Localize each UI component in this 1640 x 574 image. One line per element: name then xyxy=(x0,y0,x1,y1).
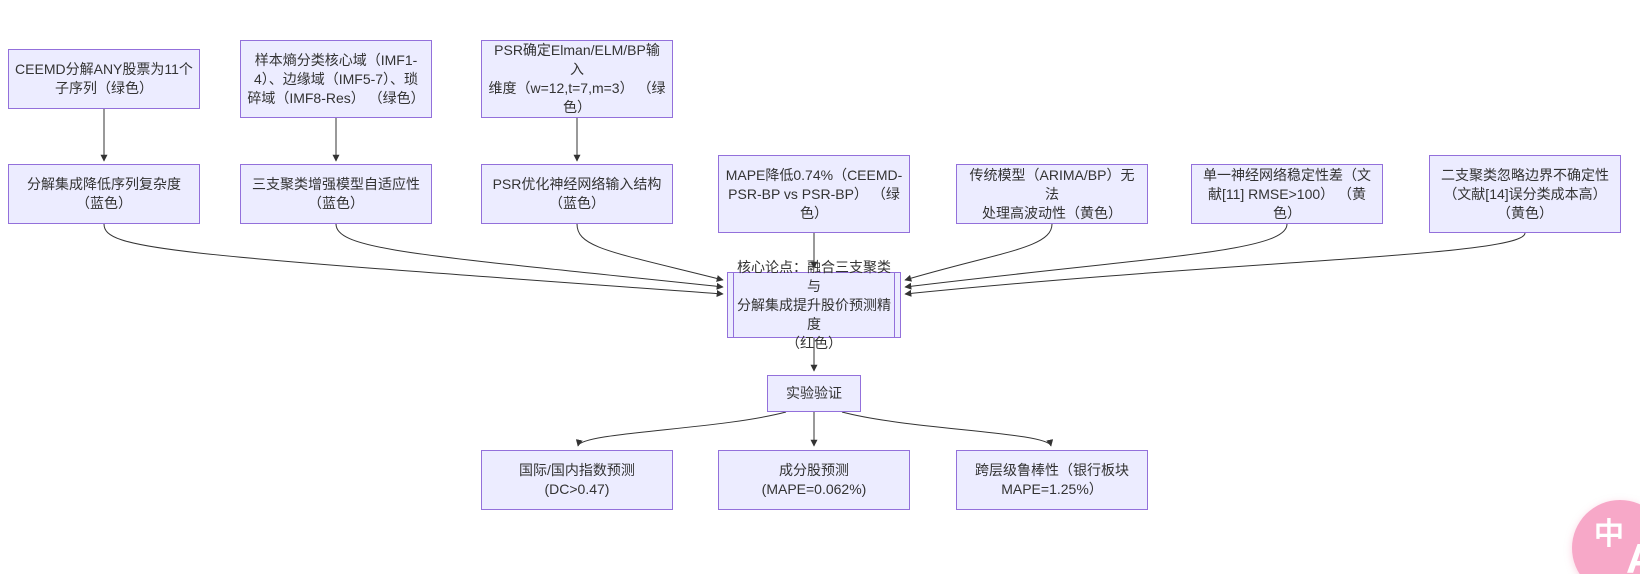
node-sample-entropy-classification: 样本熵分类核心域（IMF1- 4）、边缘域（IMF5-7）、琐 碎域（IMF8-… xyxy=(240,40,432,118)
translate-button[interactable]: 中 A xyxy=(1572,500,1640,574)
node-label: PSR确定Elman/ELM/BP输入 维度（w=12,t=7,m=3） （绿 … xyxy=(488,42,666,115)
node-single-nn-instability: 单一神经网络稳定性差（文 献[11] RMSE>100） （黄色） xyxy=(1191,164,1383,224)
node-label: 分解集成降低序列复杂度 （蓝色） xyxy=(27,176,181,211)
node-label: 国际/国内指数预测 (DC>0.47) xyxy=(519,462,635,497)
node-label: 跨层级鲁棒性（银行板块 MAPE=1.25%） xyxy=(975,462,1129,497)
edge-decomp-to-core xyxy=(103,223,724,298)
node-traditional-models-limitation: 传统模型（ARIMA/BP）无法 处理高波动性（黄色） xyxy=(956,164,1148,224)
node-ceemd-decomposition: CEEMD分解ANY股票为11个 子序列（绿色） xyxy=(8,49,200,109)
edge-twoway-to-core xyxy=(904,232,1526,297)
node-experimental-validation: 实验验证 xyxy=(767,375,861,412)
node-label: 单一神经网络稳定性差（文 献[11] RMSE>100） （黄色） xyxy=(1203,166,1371,221)
node-label: 样本熵分类核心域（IMF1- 4）、边缘域（IMF5-7）、琐 碎域（IMF8-… xyxy=(247,51,425,106)
node-index-prediction: 国际/国内指数预测 (DC>0.47) xyxy=(481,450,673,510)
edge-traditional-to-core xyxy=(904,223,1053,282)
node-decomposition-ensemble: 分解集成降低序列复杂度 （蓝色） xyxy=(8,164,200,224)
node-label: 二支聚类忽略边界不确定性 （文献[14]误分类成本高） （黄色） xyxy=(1441,166,1609,221)
edge-singlenn-to-core xyxy=(904,223,1288,290)
node-cross-level-robustness: 跨层级鲁棒性（银行板块 MAPE=1.25%） xyxy=(956,450,1148,510)
edge-threeway-to-core xyxy=(335,223,724,290)
node-label: 成分股预测 (MAPE=0.062%) xyxy=(761,462,867,497)
node-label: CEEMD分解ANY股票为11个 子序列（绿色） xyxy=(15,61,193,96)
node-label: 实验验证 xyxy=(786,385,842,401)
node-label: 传统模型（ARIMA/BP）无法 处理高波动性（黄色） xyxy=(969,166,1135,221)
translate-icon: A xyxy=(1626,538,1640,574)
node-psr-input-dimension: PSR确定Elman/ELM/BP输入 维度（w=12,t=7,m=3） （绿 … xyxy=(481,40,673,118)
node-two-way-clustering-limitation: 二支聚类忽略边界不确定性 （文献[14]误分类成本高） （黄色） xyxy=(1429,155,1621,233)
edge-psropt-to-core xyxy=(576,223,724,282)
node-label: PSR优化神经网络输入结构 （蓝色） xyxy=(492,176,662,211)
node-mape-reduction: MAPE降低0.74%（CEEMD- PSR-BP vs PSR-BP） （绿 … xyxy=(718,155,910,233)
node-three-way-clustering: 三支聚类增强模型自适应性 （蓝色） xyxy=(240,164,432,224)
edge-experiment-to-robust xyxy=(841,411,1054,447)
node-label: 三支聚类增强模型自适应性 （蓝色） xyxy=(252,176,420,211)
node-core-thesis: 核心论点：融合三支聚类与 分解集成提升股价预测精度 （红色） xyxy=(727,259,901,351)
node-label: MAPE降低0.74%（CEEMD- PSR-BP vs PSR-BP） （绿 … xyxy=(725,166,903,221)
node-psr-optimization: PSR优化神经网络输入结构 （蓝色） xyxy=(481,164,673,224)
node-label: 核心论点：融合三支聚类与 分解集成提升股价预测精度 （红色） xyxy=(737,258,891,351)
translate-icon: 中 xyxy=(1594,518,1624,551)
edge-experiment-to-index xyxy=(575,411,787,447)
node-constituent-stock-prediction: 成分股预测 (MAPE=0.062%) xyxy=(718,450,910,510)
